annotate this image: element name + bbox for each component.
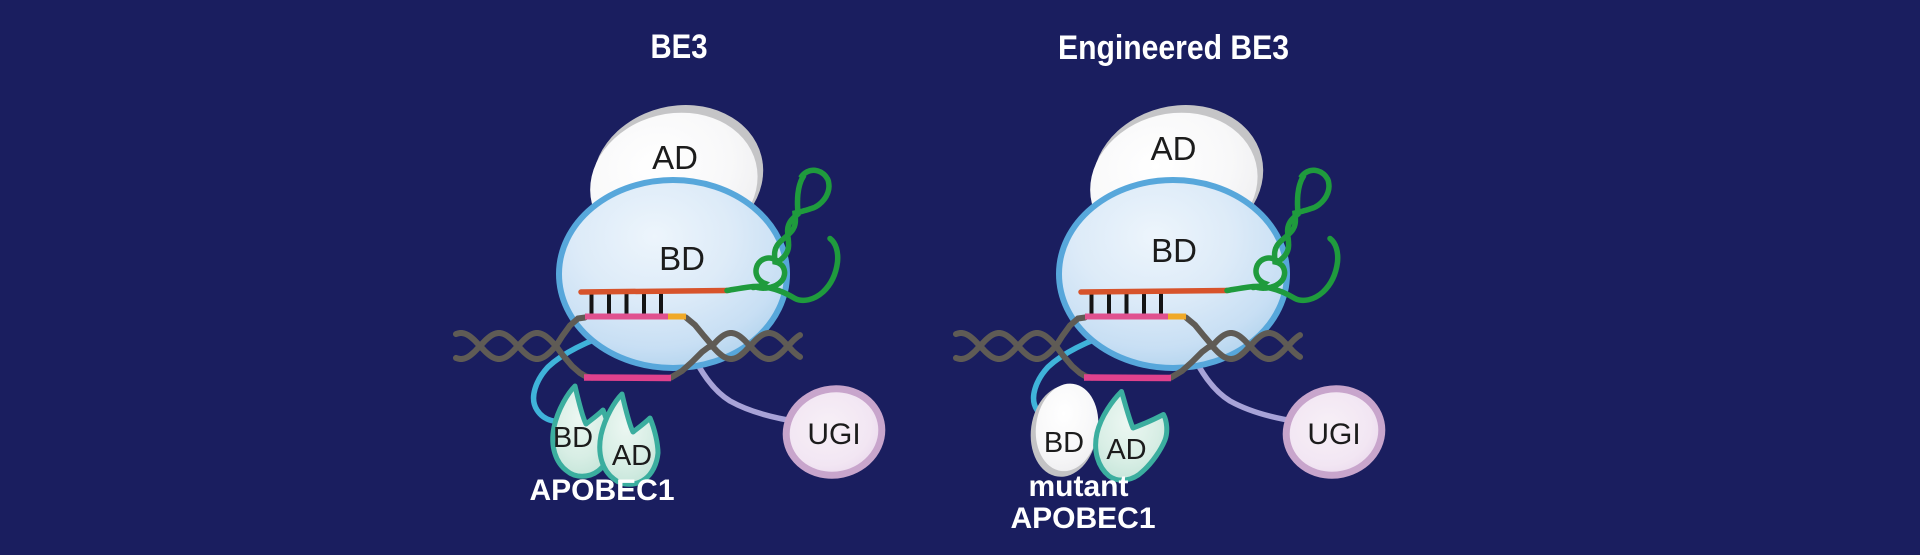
svg-text:BD: BD — [1044, 427, 1084, 459]
svg-text:APOBEC1: APOBEC1 — [529, 474, 674, 507]
svg-text:AD: AD — [612, 440, 652, 472]
svg-text:mutant: mutant — [1029, 470, 1129, 503]
svg-text:AD: AD — [1151, 130, 1197, 167]
svg-text:Engineered BE3: Engineered BE3 — [1058, 29, 1289, 67]
svg-text:APOBEC1: APOBEC1 — [1010, 502, 1155, 535]
svg-text:AD: AD — [1106, 434, 1146, 466]
svg-text:AD: AD — [652, 139, 698, 176]
svg-text:BD: BD — [659, 240, 705, 277]
svg-text:BD: BD — [1151, 232, 1197, 269]
svg-text:BE3: BE3 — [651, 28, 708, 66]
svg-text:BD: BD — [553, 422, 593, 454]
